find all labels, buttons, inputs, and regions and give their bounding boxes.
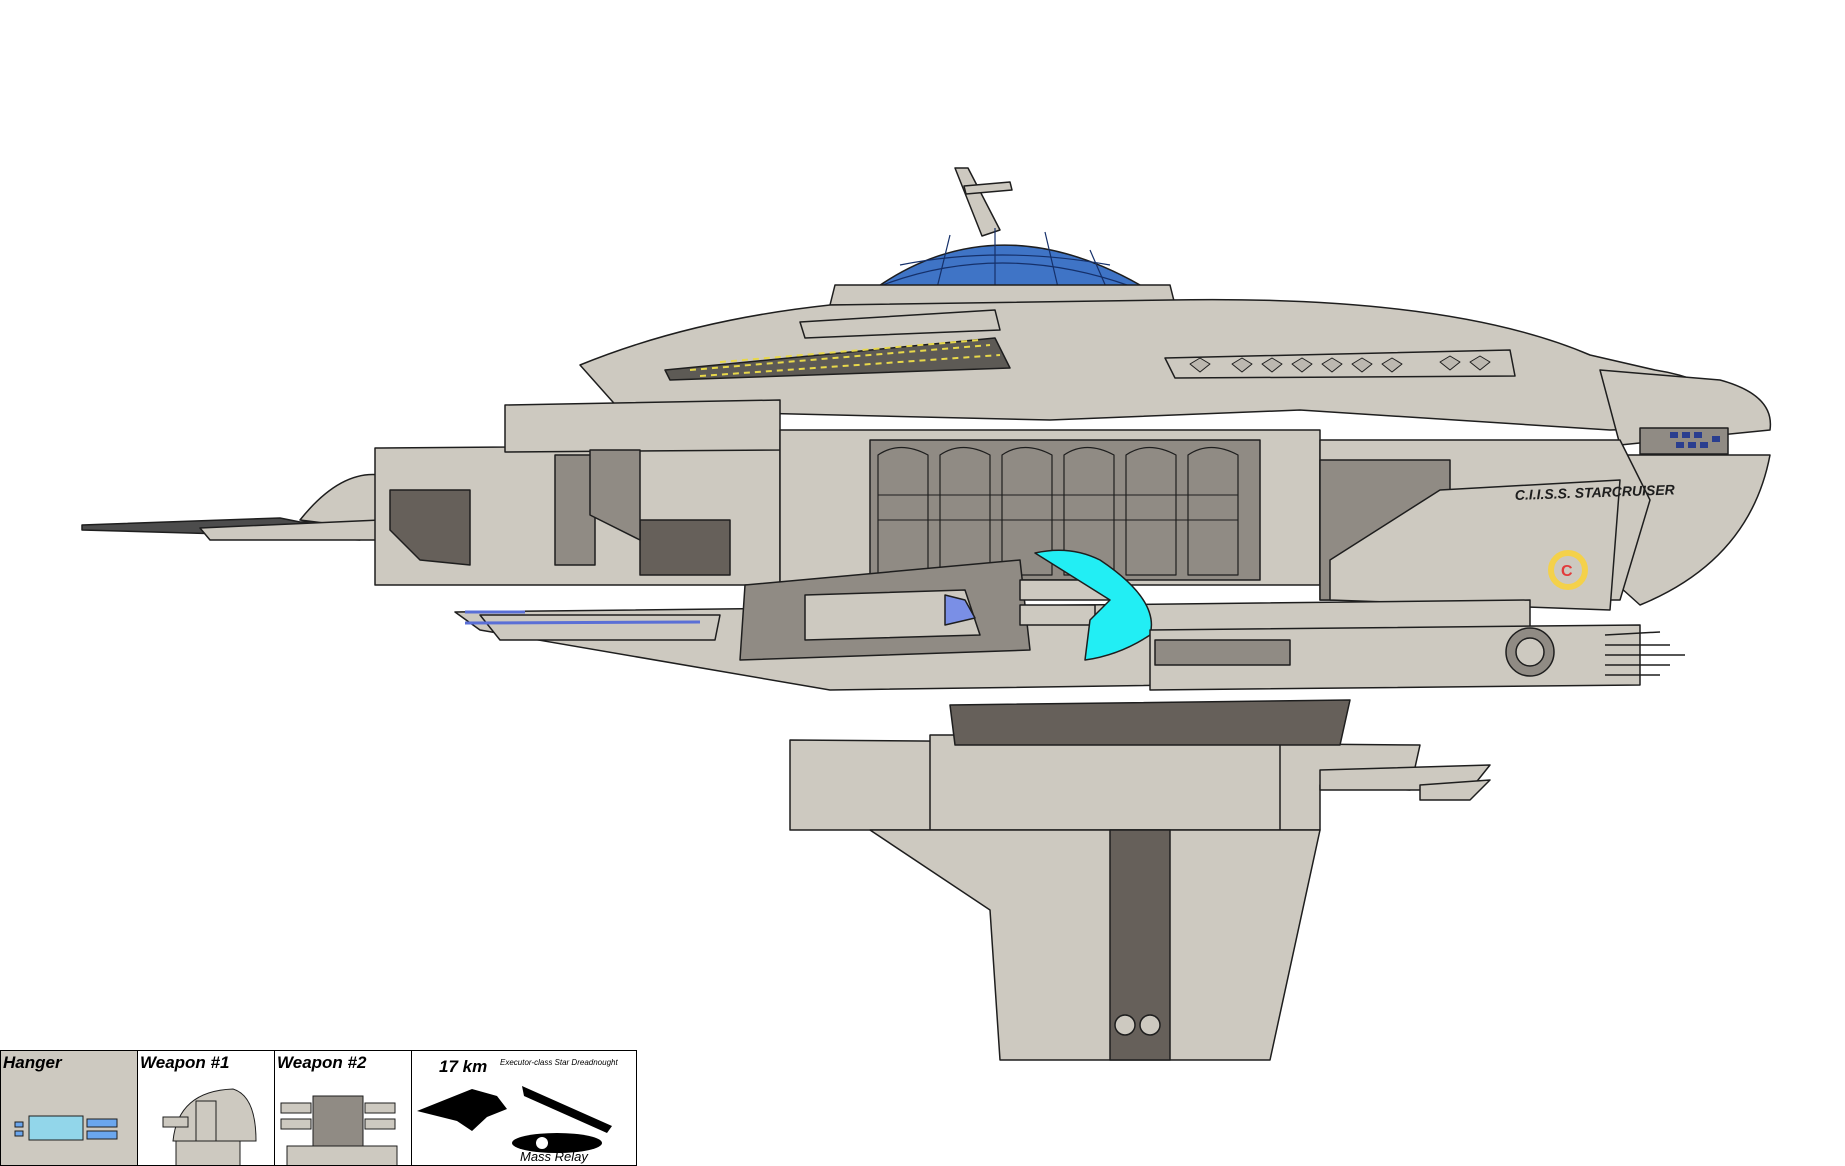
lower-tower-fin xyxy=(1419,779,1491,801)
hanger-cell: Hanger xyxy=(1,1051,138,1165)
lower-tower-top xyxy=(949,699,1351,746)
lower-tower-hull xyxy=(869,829,1321,1061)
upper-deck-plate xyxy=(799,309,1001,339)
scale-cell: 17 km Executor-class Star Dreadnought Ma… xyxy=(412,1051,636,1165)
turret-icon xyxy=(162,1088,257,1165)
port-2 xyxy=(1139,1014,1161,1036)
hanger-icon xyxy=(14,1115,118,1141)
port-shadow-block xyxy=(554,454,596,566)
scale-silhouettes xyxy=(417,1086,612,1153)
lower-tower-cap xyxy=(929,734,1281,831)
weapon1-cell: Weapon #1 xyxy=(138,1051,275,1165)
antenna-crossbar xyxy=(963,181,1013,195)
keel-blue-strip-2 xyxy=(464,620,701,625)
antenna-mast xyxy=(954,167,1001,237)
hanger-label: Hanger xyxy=(3,1053,62,1072)
forward-prow xyxy=(1599,369,1772,446)
turret-barrel-2 xyxy=(1019,604,1096,626)
cannon-icon xyxy=(280,1095,398,1165)
lower-tower-shaft xyxy=(1109,829,1171,1061)
weapon2-cell: Weapon #2 xyxy=(275,1051,412,1165)
turret-canopy xyxy=(804,589,981,641)
weapon2-label: Weapon #2 xyxy=(277,1053,367,1072)
lower-keel xyxy=(479,614,721,641)
star-destroyer-silhouette-icon xyxy=(522,1086,612,1133)
scale-reference: Executor-class Star Dreadnought xyxy=(500,1058,618,1067)
mass-relay-label: Mass Relay xyxy=(520,1149,588,1164)
engine-vent xyxy=(1154,639,1291,666)
port-shadow-block-2 xyxy=(639,519,731,576)
port-dark-panel xyxy=(389,489,471,566)
mass-relay-icon xyxy=(512,1133,602,1153)
energy-shield xyxy=(1034,549,1153,661)
port-1 xyxy=(1114,1014,1136,1036)
ship-name: C.I.I.S.S. STARCRUISER xyxy=(1515,481,1676,503)
faction-emblem: C xyxy=(1548,550,1588,590)
weapon1-label: Weapon #1 xyxy=(140,1053,230,1072)
legend-panel: Hanger Weapon #1 Weapon #2 17 km xyxy=(0,1050,637,1166)
scale-km: 17 km xyxy=(439,1057,488,1076)
port-upper-deck xyxy=(504,399,781,453)
turret-window xyxy=(944,594,976,626)
observation-dome xyxy=(864,244,1141,297)
starcruiser-silhouette-icon xyxy=(417,1089,507,1131)
port-wedge xyxy=(589,449,641,541)
svg-text:C: C xyxy=(1561,563,1573,580)
